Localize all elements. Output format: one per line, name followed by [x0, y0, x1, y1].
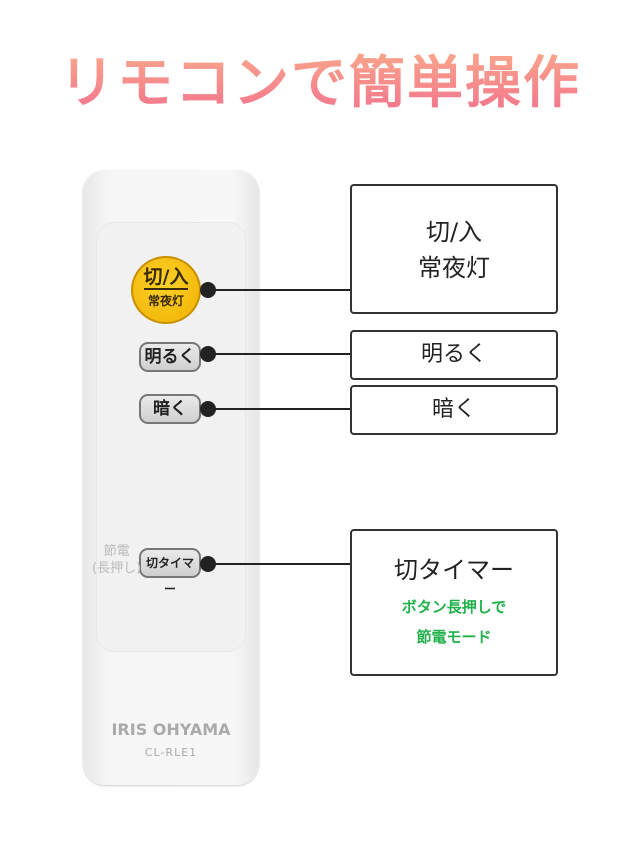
timer-button[interactable]: 切タイマー [139, 548, 201, 596]
callout-timer-title: 切タイマー [394, 556, 514, 584]
callout-power-line1: 切/入 [425, 218, 483, 246]
power-button[interactable]: 切/入 常夜灯 [131, 256, 201, 324]
callout-brighter: 明るく [350, 330, 558, 380]
brand-logo: IRIS OHYAMA [111, 720, 231, 739]
night-light-label: 常夜灯 [147, 294, 184, 308]
brighter-button[interactable]: 明るく [139, 342, 201, 372]
page-title: リモコンで簡単操作 [0, 38, 640, 119]
callout-power: 切/入 常夜灯 [350, 184, 558, 314]
callout-darker: 暗く [350, 385, 558, 435]
side-label-1: 節電 [103, 544, 130, 559]
callout-timer-note1: ボタン長押しで [401, 598, 507, 616]
side-label-2: (長押し) [92, 561, 142, 576]
callout-timer-note2: 節電モード [416, 628, 492, 646]
pointer-line [208, 353, 350, 355]
callout-power-line2: 常夜灯 [418, 254, 490, 282]
darker-button[interactable]: 暗く [139, 394, 201, 424]
callout-timer: 切タイマー ボタン長押しで 節電モード [350, 529, 558, 676]
pointer-line [208, 563, 350, 565]
pointer-line [208, 408, 350, 410]
power-save-label: 節電 (長押し) [92, 543, 141, 577]
model-number: CL-RLE1 [144, 746, 198, 759]
pointer-line [208, 289, 350, 291]
power-label: 切/入 [143, 266, 189, 290]
